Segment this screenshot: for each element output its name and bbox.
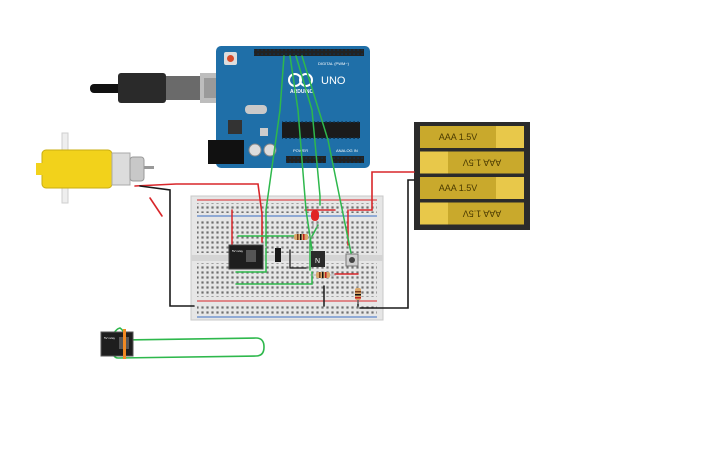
- loop-wire: [111, 327, 265, 359]
- arduino-logo-text: ARDUINO: [290, 89, 313, 95]
- battery-cell: AAA 1.5V: [420, 177, 524, 199]
- battery-cells: AAA 1.5V AAA 1.5V AAA 1.5V AAA 1.5V: [420, 126, 524, 225]
- resistor-2[interactable]: [310, 272, 336, 278]
- battery-cell: AAA 1.5V: [420, 151, 524, 174]
- relay[interactable]: 5V relay: [228, 244, 264, 270]
- push-button[interactable]: [345, 253, 359, 267]
- signal-wire-1: [265, 55, 285, 247]
- battery-cell-label: AAA 1.5V: [439, 183, 478, 193]
- capacitor-1: [248, 143, 262, 157]
- analog-header-label: ANALOG IN: [336, 148, 358, 153]
- signal-wire-2: [289, 55, 313, 251]
- battery-cell-label: AAA 1.5V: [439, 132, 478, 142]
- dc-motor[interactable]: [36, 132, 154, 204]
- transistor-label: N: [315, 258, 320, 265]
- battery-cell: AAA 1.5V: [420, 202, 524, 225]
- arduino-model-text: UNO: [321, 75, 346, 87]
- battery-cell-label: AAA 1.5V: [463, 209, 502, 219]
- relay-small[interactable]: 5V relay: [100, 329, 134, 359]
- battery-cell-label: AAA 1.5V: [463, 158, 502, 168]
- motor-red-wire: [134, 183, 263, 243]
- transistor[interactable]: N: [311, 251, 325, 267]
- relay-small-label: 5V relay: [104, 336, 116, 340]
- capacitor-2: [263, 143, 277, 157]
- resistor-1[interactable]: [288, 234, 314, 240]
- relay-label: 5V relay: [232, 249, 244, 253]
- battery-cell: AAA 1.5V: [420, 126, 524, 148]
- signal-wire-3: [295, 55, 321, 206]
- digital-header-label: DIGITAL (PWM~): [318, 61, 350, 66]
- power-jack[interactable]: [208, 140, 244, 164]
- signal-wire-4: [301, 55, 353, 259]
- resistor-3[interactable]: [355, 284, 361, 304]
- atmega-chip: [282, 122, 360, 138]
- battery-positive-wire: [349, 171, 415, 211]
- battery-negative-wire: [359, 179, 415, 309]
- voltage-regulator: [228, 120, 242, 134]
- motor-black-wire: [139, 185, 195, 307]
- crystal: [245, 105, 267, 114]
- diode[interactable]: [275, 248, 281, 262]
- arduino-uno[interactable]: DIGITAL (PWM~) ARDUINO UNO POWER ANALOG …: [90, 46, 370, 168]
- led[interactable]: [311, 210, 319, 228]
- usb-cable[interactable]: [90, 73, 238, 103]
